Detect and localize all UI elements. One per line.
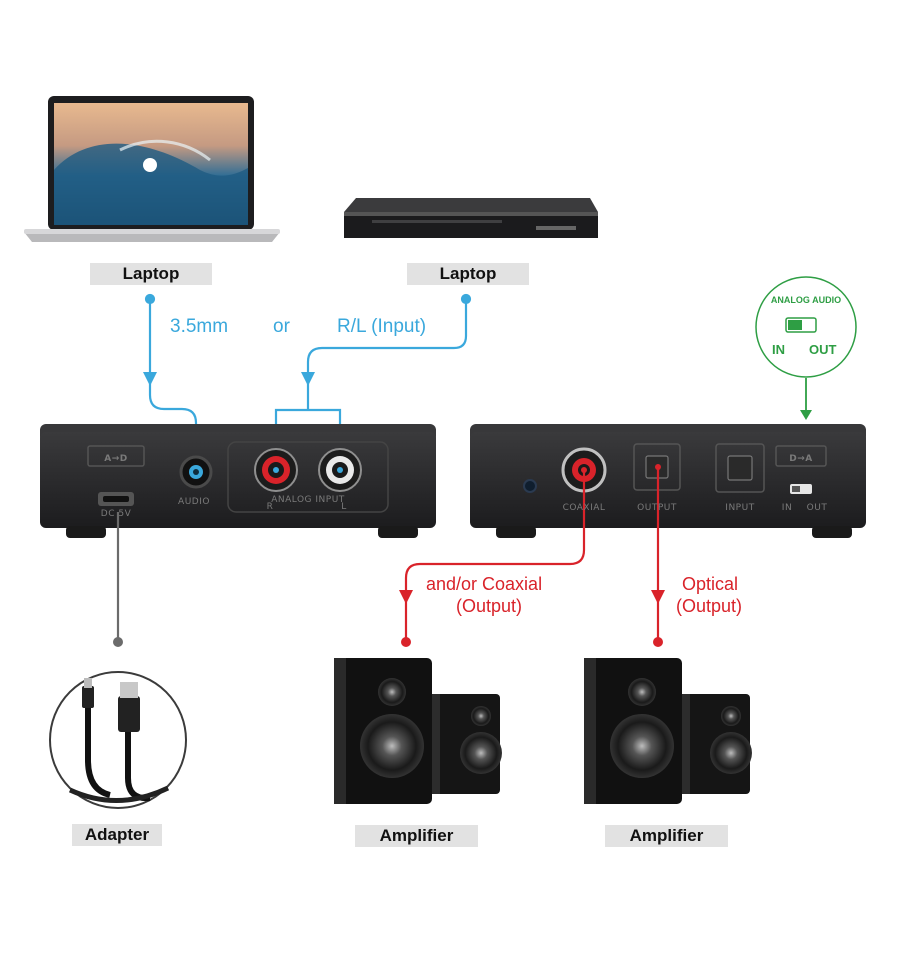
coaxial-line1: and/or Coaxial bbox=[426, 574, 543, 594]
analog-audio-switch bbox=[790, 484, 812, 494]
dvd-player-illustration bbox=[344, 198, 598, 238]
optical-line1: Optical bbox=[682, 574, 739, 594]
switch-badge-out: OUT bbox=[809, 342, 837, 357]
coaxial-line2: (Output) bbox=[456, 596, 523, 616]
adc-logo bbox=[87, 445, 145, 467]
switch-badge-title: ANALOG AUDIO bbox=[770, 295, 842, 305]
optical-output-label: OUTPUT bbox=[637, 503, 677, 513]
micro-usb-port bbox=[98, 492, 134, 506]
laptop-left-label: Laptop bbox=[90, 263, 212, 285]
adapter-connection-line bbox=[113, 512, 123, 647]
adc-converter-device bbox=[40, 424, 436, 538]
adc-logo-text: A→D bbox=[104, 454, 127, 464]
amplifier-left-label: Amplifier bbox=[355, 825, 478, 847]
audio-port-label: AUDIO bbox=[178, 497, 210, 507]
switch-out-label: OUT bbox=[807, 503, 828, 513]
coaxial-port-label: COAXIAL bbox=[563, 503, 606, 513]
laptop-right-label: Laptop bbox=[407, 263, 529, 285]
optical-input-label: INPUT bbox=[725, 503, 754, 513]
speaker-pair-left bbox=[334, 658, 502, 804]
rca-l-label: L bbox=[341, 502, 347, 512]
speaker-pair-right bbox=[584, 658, 752, 804]
apple-logo-icon bbox=[143, 158, 157, 172]
laptop-illustration bbox=[24, 96, 280, 242]
power-port-label: DC 5V bbox=[101, 509, 132, 519]
input-connection-lines bbox=[143, 293, 472, 460]
usb-cable-illustration bbox=[49, 671, 187, 809]
or-label: or bbox=[273, 316, 290, 337]
analog-switch-badge bbox=[755, 276, 857, 420]
adapter-label: Adapter bbox=[72, 824, 162, 846]
switch-in-label: IN bbox=[782, 503, 792, 513]
optical-input-port bbox=[715, 443, 765, 493]
rca-r-label: R bbox=[267, 502, 274, 512]
optical-line2: (Output) bbox=[676, 596, 743, 616]
jack-label: 3.5mm bbox=[170, 316, 229, 337]
power-indicator-led bbox=[523, 479, 537, 493]
dac-logo bbox=[775, 445, 827, 467]
audio-jack-port bbox=[179, 455, 213, 489]
dac-logo-text: D→A bbox=[789, 454, 812, 464]
rca-red-port bbox=[254, 448, 298, 492]
dac-converter-device bbox=[470, 424, 866, 538]
rca-white-port bbox=[318, 448, 362, 492]
optical-output-label: Optical (Output) bbox=[676, 573, 742, 617]
output-connection-lines bbox=[399, 464, 665, 647]
rl-input-label: R/L (Input) bbox=[337, 316, 427, 337]
rca-group-label: ANALOG INPUT bbox=[271, 495, 345, 505]
coaxial-output-label: and/or Coaxial (Output) bbox=[426, 573, 542, 617]
switch-badge-in: IN bbox=[772, 342, 785, 357]
amplifier-right-label: Amplifier bbox=[605, 825, 728, 847]
